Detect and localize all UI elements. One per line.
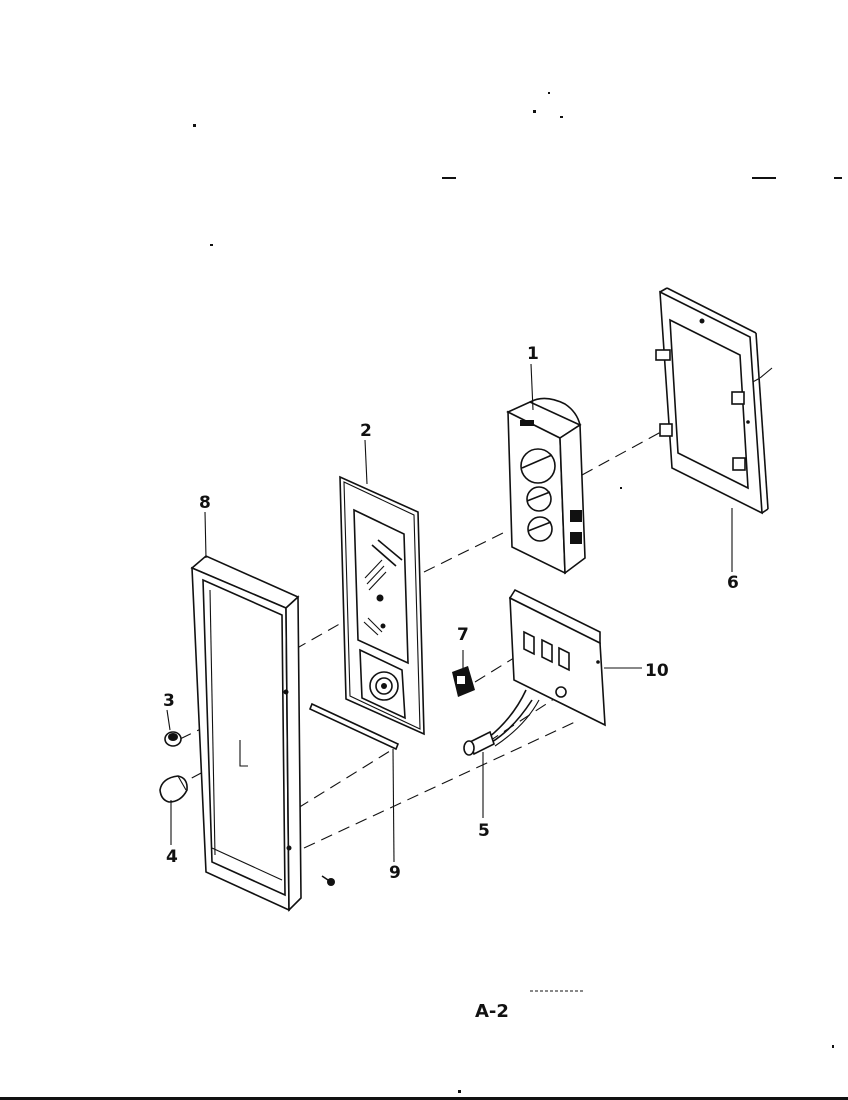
rocker-switch: [452, 666, 475, 697]
scan-specks: [0, 92, 848, 1100]
callout-9: 9: [389, 863, 401, 883]
callout-4: 4: [166, 847, 178, 867]
callout-6: 6: [727, 573, 739, 593]
callout-10: 10: [645, 661, 669, 681]
callout-3: 3: [163, 691, 175, 711]
callout-8: 8: [199, 493, 211, 513]
callout-7: 7: [457, 625, 469, 645]
callout-2: 2: [360, 421, 372, 441]
rear-mounting-bracket: [655, 287, 769, 515]
sheet-label-group: A-2: [475, 990, 585, 1022]
knob-cap: [164, 731, 182, 747]
indicator-lamp: [463, 689, 540, 756]
graphic-control-panel: [339, 475, 425, 736]
callout-5: 5: [478, 821, 490, 841]
control-knob: [159, 775, 188, 803]
switch-mounting-plate: [508, 588, 606, 727]
front-bezel-frame: [190, 555, 302, 912]
trim-strip: [308, 702, 400, 751]
sheet-label: A-2: [475, 1001, 509, 1022]
control-switch-block: [506, 397, 586, 575]
screw: [321, 875, 335, 886]
callouts: 1 2 3 4 5 6 7 8 9 10: [163, 344, 739, 883]
callout-1: 1: [527, 344, 539, 364]
leader-lines: [166, 363, 733, 863]
